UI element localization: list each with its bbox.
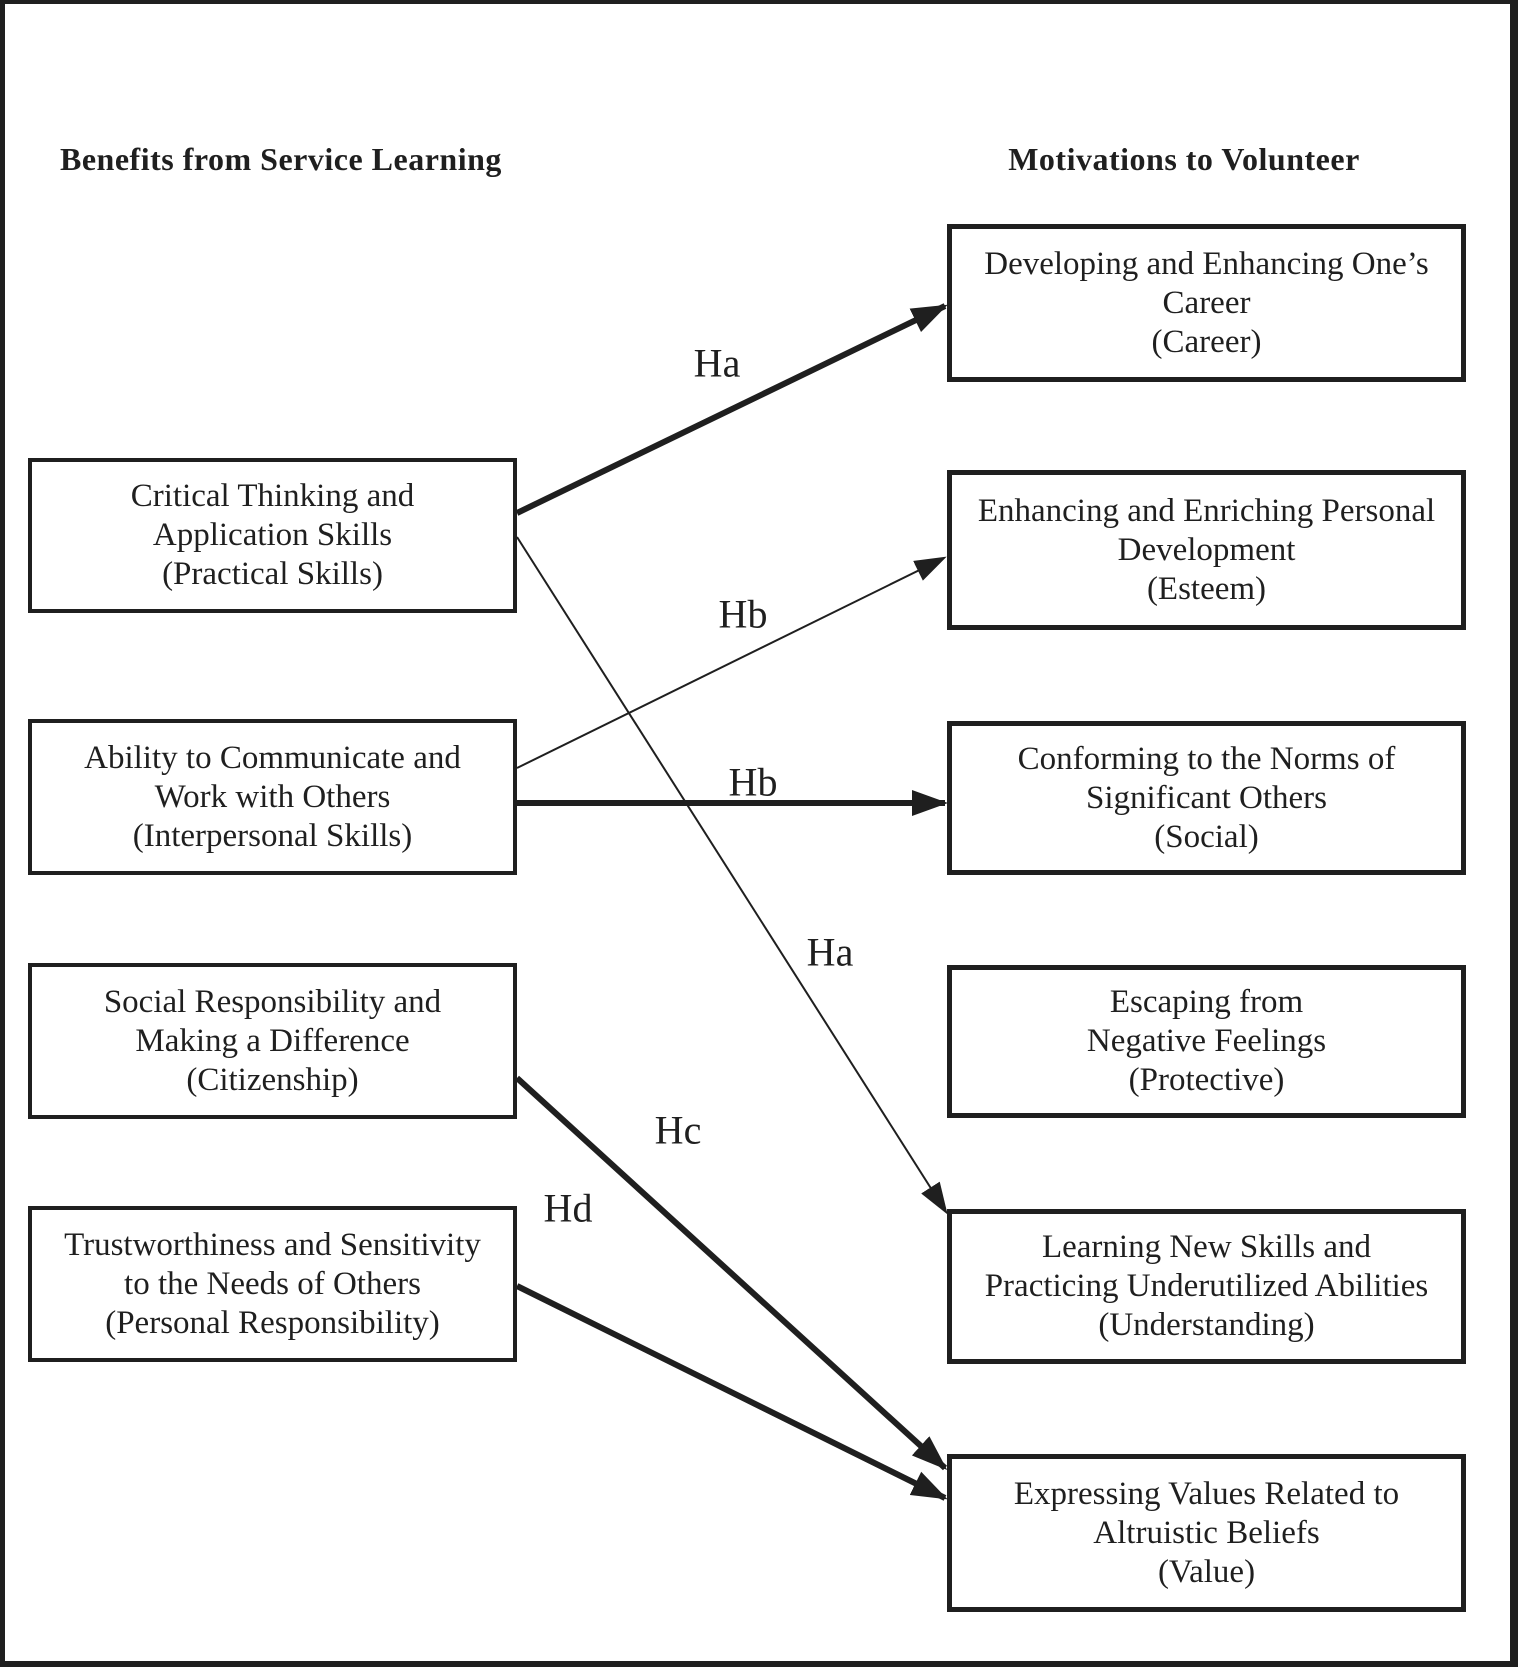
node-text-line: Application Skills (152, 517, 393, 553)
arrow-label-ha-understanding: Ha (806, 929, 854, 975)
node-text-line: (Value) (1157, 1553, 1256, 1590)
arrow-hb-interpersonal-to-esteem (516, 556, 947, 769)
node-text-line: (Protective) (1128, 1062, 1285, 1098)
arrow-label-hc-value: Hc (654, 1107, 702, 1153)
node-text-line: Escaping from (1109, 984, 1304, 1020)
node-text-line: Practicing Underutilized Abilities (984, 1268, 1429, 1304)
arrow-label-hd-value: Hd (543, 1185, 593, 1231)
node-citizenship: Social Responsibility and Making a Diffe… (28, 963, 517, 1119)
node-text-line: Career (1162, 284, 1251, 321)
node-text-line: Altruistic Beliefs (1093, 1514, 1320, 1551)
node-text-line: Learning New Skills and (1041, 1229, 1372, 1265)
arrow-hd-responsibility-to-value (515, 1283, 948, 1501)
node-text-line: (Practical Skills) (162, 556, 383, 592)
arrow-label-hb-esteem: Hb (718, 591, 768, 637)
node-text-line: (Social) (1154, 818, 1259, 855)
node-text-line: Development (1117, 531, 1296, 568)
arrow-hc-citizenship-to-value (514, 1075, 948, 1471)
node-social: Conforming to the Norms of Significant O… (947, 721, 1466, 875)
arrow-ha-practical-to-understanding (516, 536, 948, 1215)
node-interpersonal-skills: Ability to Communicate and Work with Oth… (28, 719, 517, 875)
node-text-line: (Personal Responsibility) (105, 1304, 440, 1341)
arrow-label-hb-social: Hb (728, 759, 778, 805)
node-text-line: (Esteem) (1146, 570, 1267, 607)
node-text-line: Trustworthiness and Sensitivity (64, 1226, 481, 1263)
node-text-line: Conforming to the Norms of (1017, 740, 1396, 777)
node-personal-responsibility: Trustworthiness and Sensitivity to the N… (28, 1206, 517, 1362)
node-text-line: Ability to Communicate and (84, 739, 461, 776)
node-protective: Escaping from Negative Feelings (Protect… (947, 965, 1466, 1118)
arrow-ha-practical-to-career (515, 303, 948, 516)
node-text-line: (Interpersonal Skills) (132, 817, 413, 854)
node-text-line: (Citizenship) (186, 1061, 359, 1098)
left-column-header: Benefits from Service Learning (60, 141, 502, 177)
node-text-line: Critical Thinking and (130, 478, 415, 514)
node-text-line: Significant Others (1085, 779, 1328, 816)
node-text-line: (Career) (1151, 323, 1262, 360)
node-text-line: Making a Difference (135, 1022, 410, 1059)
node-text-line: Developing and Enhancing One’s (984, 245, 1429, 282)
node-text-line: Work with Others (154, 778, 391, 815)
node-text-line: Expressing Values Related to (1013, 1475, 1400, 1512)
node-practical-skills: Critical Thinking and Application Skills… (28, 458, 517, 613)
node-text-line: Negative Feelings (1086, 1023, 1327, 1059)
node-text-line: Social Responsibility and (103, 983, 442, 1020)
node-text-line: Enhancing and Enriching Personal (977, 492, 1436, 529)
right-column-header: Motivations to Volunteer (1008, 141, 1360, 177)
node-understanding: Learning New Skills and Practicing Under… (947, 1209, 1466, 1364)
node-esteem: Enhancing and Enriching Personal Develop… (947, 470, 1466, 630)
arrow-label-ha-career: Ha (693, 340, 741, 386)
node-text-line: (Understanding) (1098, 1307, 1315, 1343)
node-text-line: to the Needs of Others (124, 1265, 421, 1302)
node-career: Developing and Enhancing One’s Career (C… (947, 224, 1466, 382)
node-value: Expressing Values Related to Altruistic … (947, 1454, 1466, 1612)
